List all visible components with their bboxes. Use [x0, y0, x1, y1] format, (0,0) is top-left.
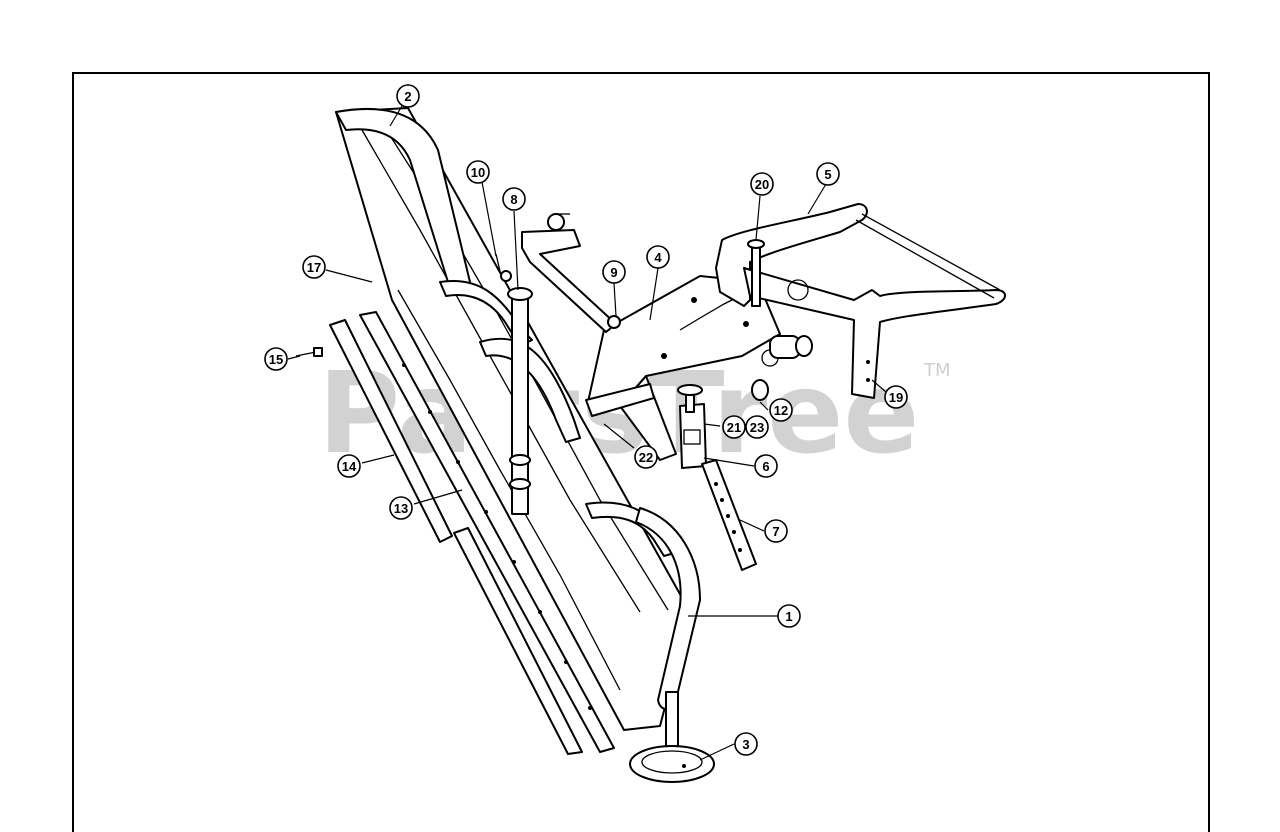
callout-label: 19 — [889, 390, 903, 405]
callout-12[interactable]: 12 — [769, 398, 793, 422]
callout-label: 8 — [510, 192, 517, 207]
callout-label: 21 — [727, 420, 741, 435]
callout-label: 9 — [610, 265, 617, 280]
callout-label: 2 — [404, 89, 411, 104]
part-19-pivot — [769, 335, 813, 359]
callout-3[interactable]: 3 — [734, 732, 758, 756]
callout-13[interactable]: 13 — [389, 496, 413, 520]
callout-19[interactable]: 19 — [884, 385, 908, 409]
callout-label: 15 — [269, 352, 283, 367]
watermark-tm: TM — [923, 360, 951, 381]
callout-2[interactable]: 2 — [396, 84, 420, 108]
callout-label: 7 — [772, 524, 779, 539]
part-7-lift-strap — [701, 459, 757, 571]
callout-8[interactable]: 8 — [502, 187, 526, 211]
callout-label: 13 — [394, 501, 408, 516]
part-12-bushing — [751, 379, 769, 401]
callout-label: 20 — [755, 177, 769, 192]
diagram-frame — [72, 72, 1210, 832]
part-14-strip — [329, 319, 583, 755]
callout-label: 17 — [307, 260, 321, 275]
callout-label: 1 — [785, 609, 792, 624]
callout-22[interactable]: 22 — [634, 445, 658, 469]
callout-23[interactable]: 23 — [745, 415, 769, 439]
part-13-cutting-edge — [359, 311, 615, 753]
callout-5[interactable]: 5 — [816, 162, 840, 186]
callout-label: 4 — [654, 250, 662, 265]
callout-7[interactable]: 7 — [764, 519, 788, 543]
callout-label: 10 — [471, 165, 485, 180]
callout-label: 3 — [742, 737, 749, 752]
callout-label: 14 — [342, 459, 357, 474]
callout-6[interactable]: 6 — [754, 454, 778, 478]
callout-label: 23 — [750, 420, 764, 435]
part-3-skid-shoe — [629, 691, 715, 783]
part-20-pin — [747, 239, 765, 307]
part-9-arm — [521, 213, 621, 333]
part-15-bolt — [295, 347, 323, 357]
callout-10[interactable]: 10 — [466, 160, 490, 184]
part-5-mount-frame — [715, 203, 1006, 399]
part-4-pivot-frame — [585, 275, 781, 461]
callout-9[interactable]: 9 — [602, 260, 626, 284]
leader-lines — [287, 105, 887, 761]
callout-label: 6 — [762, 459, 769, 474]
callout-14[interactable]: 14 — [337, 454, 361, 478]
callout-15[interactable]: 15 — [264, 347, 288, 371]
part-8-pivot-post — [507, 287, 533, 515]
callout-4[interactable]: 4 — [646, 245, 670, 269]
part-10-bolt — [495, 253, 512, 282]
callout-21[interactable]: 21 — [722, 415, 746, 439]
callout-label: 22 — [639, 450, 653, 465]
callout-label: 5 — [824, 167, 831, 182]
callout-20[interactable]: 20 — [750, 172, 774, 196]
callout-17[interactable]: 17 — [302, 255, 326, 279]
callout-1[interactable]: 1 — [777, 604, 801, 628]
callout-label: 12 — [774, 403, 788, 418]
